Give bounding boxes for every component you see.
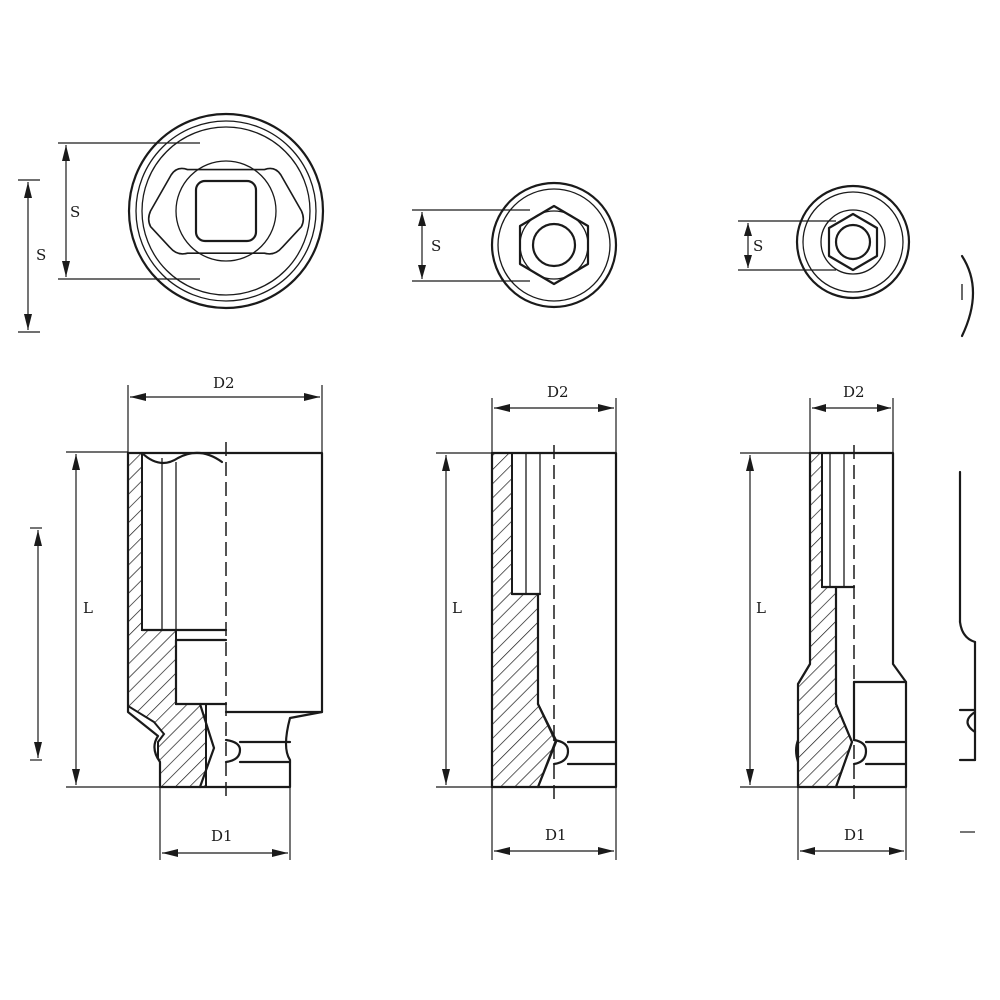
socket-2-d1-label: D1	[545, 826, 567, 844]
socket-3-s-label: S	[753, 237, 763, 255]
socket-3-s-dimension: S	[738, 220, 836, 271]
right-partial-socket	[958, 254, 977, 833]
socket-3-l-label: L	[756, 599, 766, 617]
socket-1-d1-label: D1	[211, 827, 233, 845]
socket-3-end-view	[795, 184, 911, 300]
socket-1-l-label: L	[83, 599, 93, 617]
socket-2-s-dimension: S	[412, 209, 530, 282]
socket-2-d2-dimension: D2	[491, 383, 617, 452]
socket-2-end-view	[490, 181, 618, 309]
socket-3-d1-label: D1	[844, 826, 866, 844]
socket-2-d1-dimension: D1	[491, 787, 617, 860]
socket-1-s-dimension: S	[58, 142, 200, 280]
socket-1-d1-dimension: D1	[159, 787, 291, 860]
socket-1-l-dimension: L	[66, 451, 160, 788]
socket-2-l-label: L	[452, 599, 462, 617]
socket-1-s-label: S	[70, 203, 80, 221]
socket-2-side-section	[490, 445, 618, 800]
socket-3-d2-label: D2	[843, 383, 865, 401]
socket-1-end-view	[127, 112, 325, 310]
socket-2-l-dimension: L	[436, 452, 492, 788]
left-partial-dimensions: S	[18, 179, 46, 761]
socket-1-d2-dimension: D2	[127, 374, 323, 452]
socket-2-s-label: S	[431, 237, 441, 255]
socket-3-d2-dimension: D2	[809, 383, 894, 452]
socket-1-d2-label: D2	[213, 374, 235, 392]
socket-3-d1-dimension: D1	[797, 787, 907, 860]
socket-3-l-dimension: L	[740, 452, 810, 788]
partial-s-label: S	[36, 246, 46, 264]
socket-1-side-section	[126, 442, 324, 800]
socket-2-d2-label: D2	[547, 383, 569, 401]
socket-3-side-section	[795, 445, 908, 800]
